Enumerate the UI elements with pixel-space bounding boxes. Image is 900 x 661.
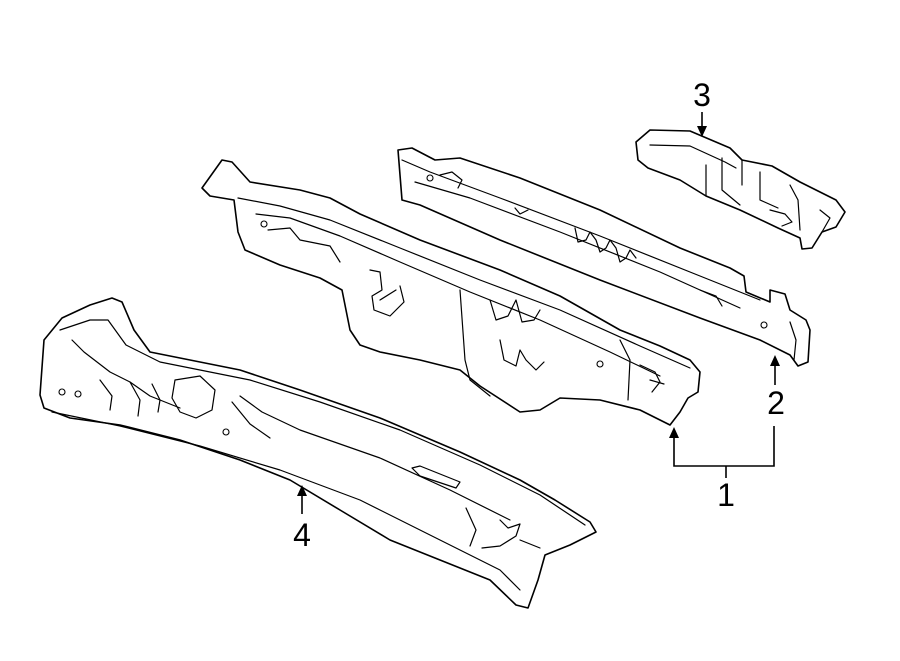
callout-4-leader (297, 485, 307, 514)
callout-2-arrowhead (770, 355, 780, 366)
part-1-dash-panel (201, 159, 701, 426)
callout-3-label: 3 (693, 77, 711, 113)
callout-2-label: 2 (767, 385, 785, 421)
part-2-rail (397, 147, 811, 367)
callout-2-leader (770, 355, 780, 385)
part-4-cowl-panel (39, 297, 597, 609)
callout-1-arrowhead-left (669, 427, 679, 438)
callout-1-label: 1 (717, 477, 735, 513)
callout-1-leader (669, 426, 775, 478)
callout-3-arrowhead (697, 126, 707, 137)
callout-4-label: 4 (293, 517, 311, 553)
callout-4-arrowhead (297, 485, 307, 496)
part-3-bracket (635, 129, 846, 250)
callout-3-leader (697, 112, 707, 137)
